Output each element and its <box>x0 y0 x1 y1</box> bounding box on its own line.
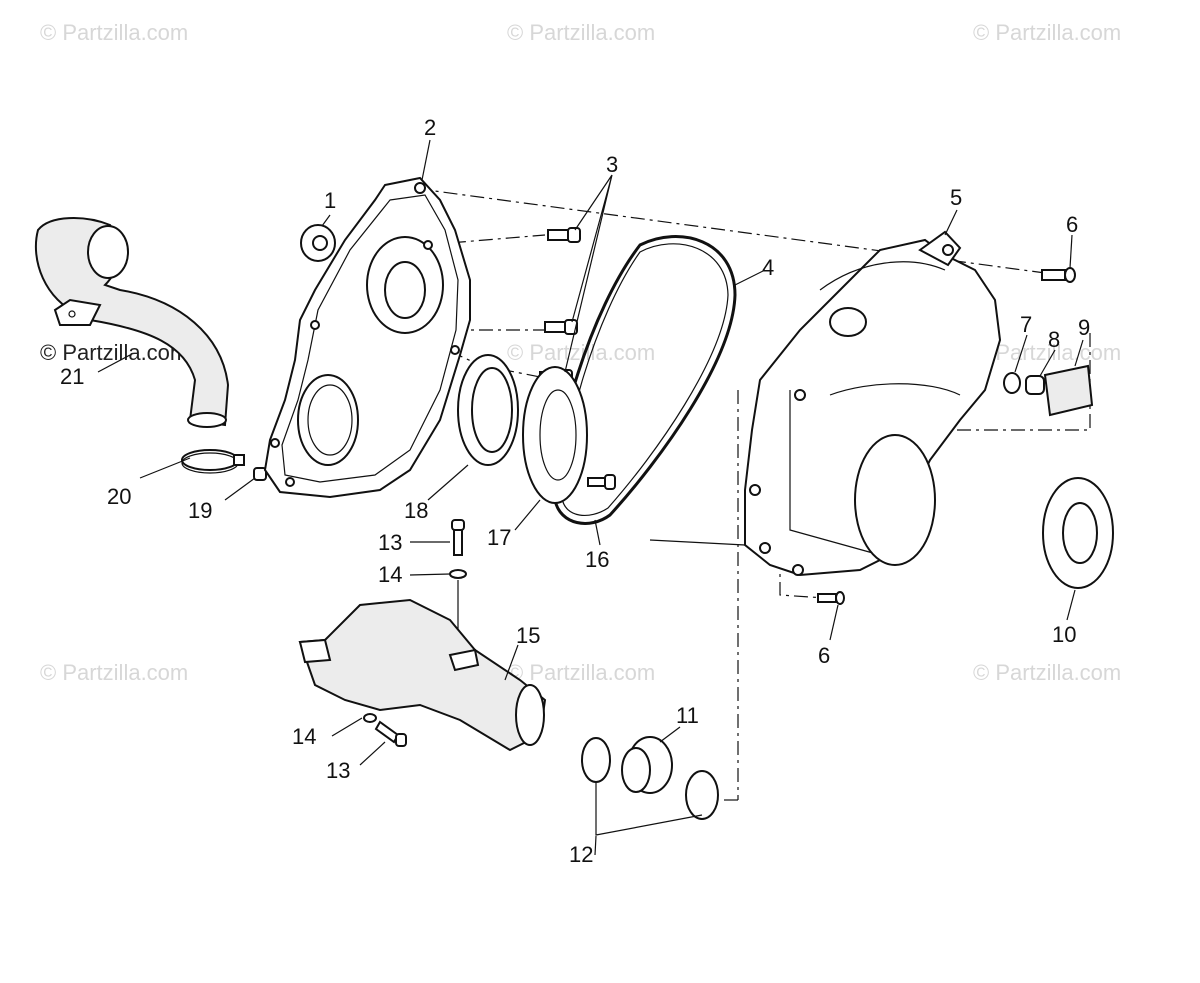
callout-14b: 14 <box>292 724 316 749</box>
callout-15: 15 <box>516 623 540 648</box>
callout-13a: 13 <box>378 530 402 555</box>
callout-6b: 6 <box>818 643 830 668</box>
part-15-lower-duct <box>298 598 547 752</box>
callout-13b: 13 <box>326 758 350 783</box>
alignment-line <box>930 330 1091 431</box>
part-6-screws <box>817 267 1076 605</box>
callout-12: 12 <box>569 842 593 867</box>
callout-16: 16 <box>585 547 609 572</box>
alignment-line <box>389 184 1061 276</box>
callout-labels: 1 2 3 4 5 6 6 7 8 9 10 11 12 13 13 14 14… <box>60 115 1090 867</box>
callout-7: 7 <box>1020 312 1032 337</box>
part-18-seal <box>457 354 519 466</box>
callout-1: 1 <box>324 188 336 213</box>
callout-6a: 6 <box>1066 212 1078 237</box>
callout-5: 5 <box>950 185 962 210</box>
watermark: © Partzilla.com <box>40 20 188 45</box>
watermark: © Partzilla.com <box>973 20 1121 45</box>
part-5-outer-cover <box>744 230 1002 577</box>
part-11-12-coupler <box>581 736 719 836</box>
callout-8: 8 <box>1048 327 1060 352</box>
callout-11: 11 <box>676 703 699 728</box>
part-1-bushing <box>300 224 336 262</box>
part-17-pulley-plate <box>522 366 616 504</box>
watermark: © Partzilla.com <box>507 660 655 685</box>
callout-18: 18 <box>404 498 428 523</box>
callout-17: 17 <box>487 525 511 550</box>
part-2-inner-cover <box>263 176 471 499</box>
part-21-air-duct <box>34 217 230 428</box>
part-7-8-9-hardware <box>1003 364 1094 417</box>
callout-14a: 14 <box>378 562 402 587</box>
callout-3: 3 <box>606 152 618 177</box>
part-13-14-bolt-lower <box>363 713 407 747</box>
callout-4: 4 <box>762 255 774 280</box>
watermark: © Partzilla.com <box>40 340 188 365</box>
callout-20: 20 <box>107 484 131 509</box>
callout-2: 2 <box>424 115 436 140</box>
part-10-washer <box>1042 477 1114 589</box>
leader-lines <box>97 139 1084 856</box>
callout-21: 21 <box>60 364 84 389</box>
part-20-clamp <box>181 449 245 474</box>
watermark: © Partzilla.com <box>507 20 655 45</box>
callout-9: 9 <box>1078 315 1090 340</box>
part-4-belt <box>553 235 737 525</box>
callout-19: 19 <box>188 498 212 523</box>
watermark: © Partzilla.com <box>973 660 1121 685</box>
callout-10: 10 <box>1052 622 1076 647</box>
part-19-plug <box>253 467 267 481</box>
watermark: © Partzilla.com <box>40 660 188 685</box>
